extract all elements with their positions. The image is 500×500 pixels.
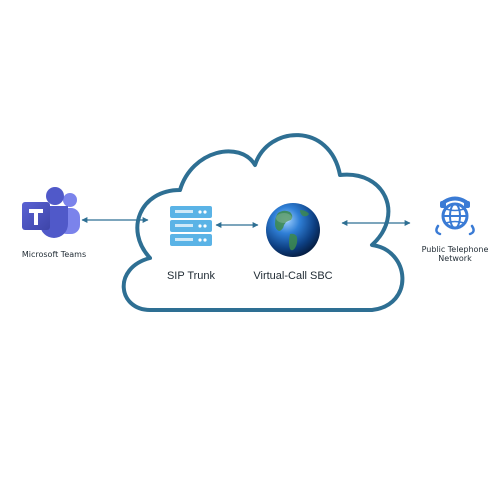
pstn-label-line2: Network <box>438 254 472 263</box>
server-stack-icon <box>170 206 212 246</box>
cloud-container <box>121 133 405 312</box>
globe-phone-icon <box>435 196 475 236</box>
microsoft-teams-icon <box>22 187 80 238</box>
pstn-label-line1: Public Telephone <box>421 245 489 254</box>
sbc-label: Virtual-Call SBC <box>253 270 333 282</box>
sip-trunk-label: SIP Trunk <box>166 270 216 282</box>
teams-label: Microsoft Teams <box>21 250 87 259</box>
globe-icon <box>266 203 320 257</box>
